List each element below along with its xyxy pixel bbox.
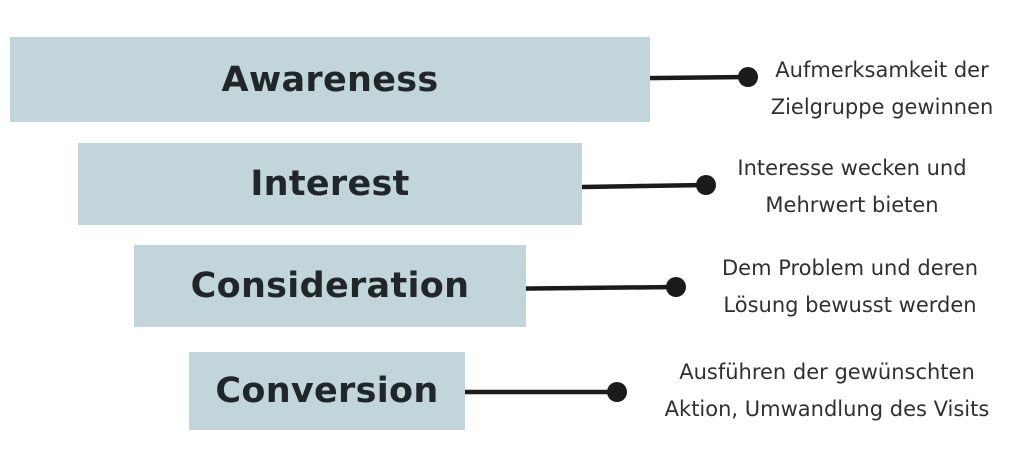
stage-label: Consideration: [190, 266, 470, 306]
stage-description-awareness: Aufmerksamkeit der Zielgruppe gewinnen: [742, 52, 1022, 126]
description-line: Aktion, Umwandlung des Visits: [664, 397, 990, 421]
description-line: Zielgruppe gewinnen: [770, 95, 994, 119]
stage-label: Interest: [250, 164, 410, 204]
stage-description-interest: Interesse wecken und Mehrwert bieten: [712, 150, 992, 224]
stage-description-consideration: Dem Problem und deren Lösung bewusst wer…: [690, 250, 1010, 324]
connector-conversion: [437, 382, 627, 402]
funnel-stage-interest: Interest: [78, 143, 582, 225]
description-line: Lösung bewusst werden: [723, 293, 977, 317]
stage-label: Conversion: [215, 371, 439, 411]
description-line: Aufmerksamkeit der: [775, 58, 989, 82]
connector-dot: [666, 277, 686, 297]
description-line: Mehrwert bieten: [765, 193, 939, 217]
funnel-stage-consideration: Consideration: [134, 245, 526, 327]
funnel-stage-awareness: Awareness: [10, 37, 650, 122]
description-line: Ausführen der gewünschten: [679, 360, 975, 384]
description-line: Dem Problem und deren: [721, 256, 979, 280]
funnel-stage-conversion: Conversion: [189, 352, 465, 430]
description-line: Interesse wecken und: [737, 156, 967, 180]
connector-dot: [607, 382, 627, 402]
stage-description-conversion: Ausführen der gewünschten Aktion, Umwand…: [630, 354, 1024, 428]
stage-label: Awareness: [221, 59, 439, 100]
